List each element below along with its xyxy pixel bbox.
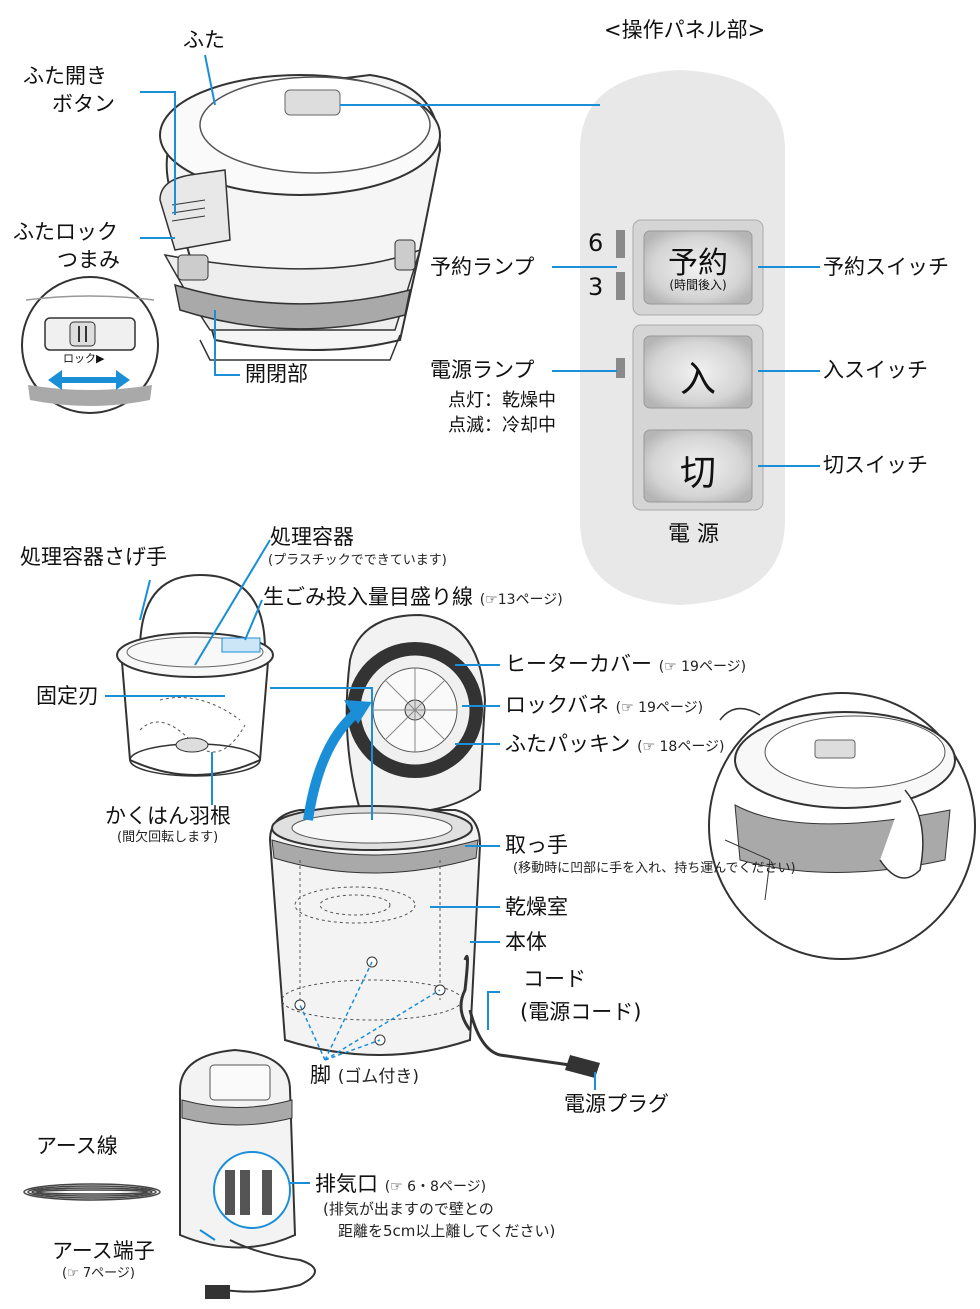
leader-lines xyxy=(105,54,820,1241)
label-lock-small: ロック▶ xyxy=(63,352,105,365)
label-plug: 電源プラグ xyxy=(564,1092,669,1116)
label-haiki: 排気口 xyxy=(315,1172,378,1196)
label-totte-sub: (移動時に凹部に手を入れ、持ち運んでください) xyxy=(513,861,796,876)
label-kaiheibu: 開閉部 xyxy=(245,362,308,386)
dengen-label: 電 源 xyxy=(668,522,719,547)
label-earth-sen: アース線 xyxy=(36,1134,118,1158)
label-earth-tanshi: アース端子 xyxy=(52,1239,155,1263)
label-dengen-lamp: 電源ランプ xyxy=(430,358,535,382)
label-kakuhan: かくはん羽根 xyxy=(105,804,231,828)
label-haiki-sub-2: 距離を5cm以上離してください) xyxy=(338,1222,556,1240)
lock-knob-zoom xyxy=(21,276,159,414)
label-shori-youki-sub: (プラスチックでできています) xyxy=(268,553,447,568)
operation-panel xyxy=(580,70,785,605)
packing-ref: (☞ 18ページ) xyxy=(637,739,725,755)
heater-ref: (☞ 19ページ) xyxy=(658,659,747,675)
label-cord-2: (電源コード) xyxy=(520,1000,642,1024)
label-tenmetsu: 点滅：冷却中 xyxy=(448,415,556,436)
label-futa-open-1: ふた開き xyxy=(23,64,107,88)
back-unit-illustration xyxy=(179,1048,316,1299)
iri-button[interactable]: 入 xyxy=(679,359,716,400)
yoyaku-button-sub: (時間後入) xyxy=(669,278,727,292)
open-unit-illustration xyxy=(268,613,600,1078)
yoyaku-digit-3: 3 xyxy=(588,273,604,301)
label-futa-lock-2: つまみ xyxy=(57,248,120,272)
label-packing: ふたパッキン xyxy=(505,732,631,756)
kiri-button[interactable]: 切 xyxy=(679,453,716,494)
namagomi-text: 生ごみ投入量目盛り線 xyxy=(263,585,473,609)
panel-title: <操作パネル部> xyxy=(604,18,766,42)
label-kansoushitsu: 乾燥室 xyxy=(505,895,568,919)
label-sagete: 処理容器さげ手 xyxy=(20,545,167,569)
yoyaku-digit-6: 6 xyxy=(588,229,604,257)
ashi-sub: (ゴム付き) xyxy=(337,1067,419,1087)
label-yoyaku-switch: 予約スイッチ xyxy=(823,255,949,279)
leg-leader-lines xyxy=(299,961,441,1061)
label-cord-1: コード xyxy=(523,967,586,991)
yoyaku-button[interactable]: 予約 xyxy=(668,246,728,281)
label-ashi: 脚 xyxy=(310,1063,331,1087)
label-futa-lock-1: ふたロック xyxy=(13,220,118,244)
processing-container-illustration xyxy=(116,573,274,777)
label-hontai: 本体 xyxy=(505,930,547,954)
label-kiri-switch: 切スイッチ xyxy=(823,453,928,477)
label-kakuhan-sub: (間欠回転します) xyxy=(117,830,219,845)
lockbane-ref: (☞ 19ページ) xyxy=(615,700,704,716)
label-lockbane: ロックバネ xyxy=(505,693,609,717)
main-unit-illustration xyxy=(159,73,442,361)
haiki-ref: (☞ 6・8ページ) xyxy=(384,1179,487,1195)
label-yoyaku-lamp: 予約ランプ xyxy=(430,255,535,279)
label-heater: ヒーターカバー xyxy=(505,652,652,676)
label-totte: 取っ手 xyxy=(505,833,568,857)
earth-wire-illustration xyxy=(23,1183,161,1201)
handle-zoom-illustration xyxy=(708,692,976,960)
namagomi-ref: (☞13ページ) xyxy=(479,592,563,608)
label-haiki-sub-1: (排気が出ますので壁との xyxy=(323,1200,494,1218)
label-koteiba: 固定刃 xyxy=(36,684,99,708)
label-namagomi: 生ごみ投入量目盛り線 (☞13ページ) xyxy=(263,585,563,610)
label-shori-youki: 処理容器 xyxy=(270,525,354,549)
label-tento: 点灯：乾燥中 xyxy=(448,390,556,411)
label-futa-open-2: ボタン xyxy=(52,92,115,116)
label-earth-tanshi-ref: (☞ 7ページ) xyxy=(62,1266,135,1281)
label-iri-switch: 入スイッチ xyxy=(823,358,928,382)
label-futa: ふた xyxy=(183,28,225,52)
